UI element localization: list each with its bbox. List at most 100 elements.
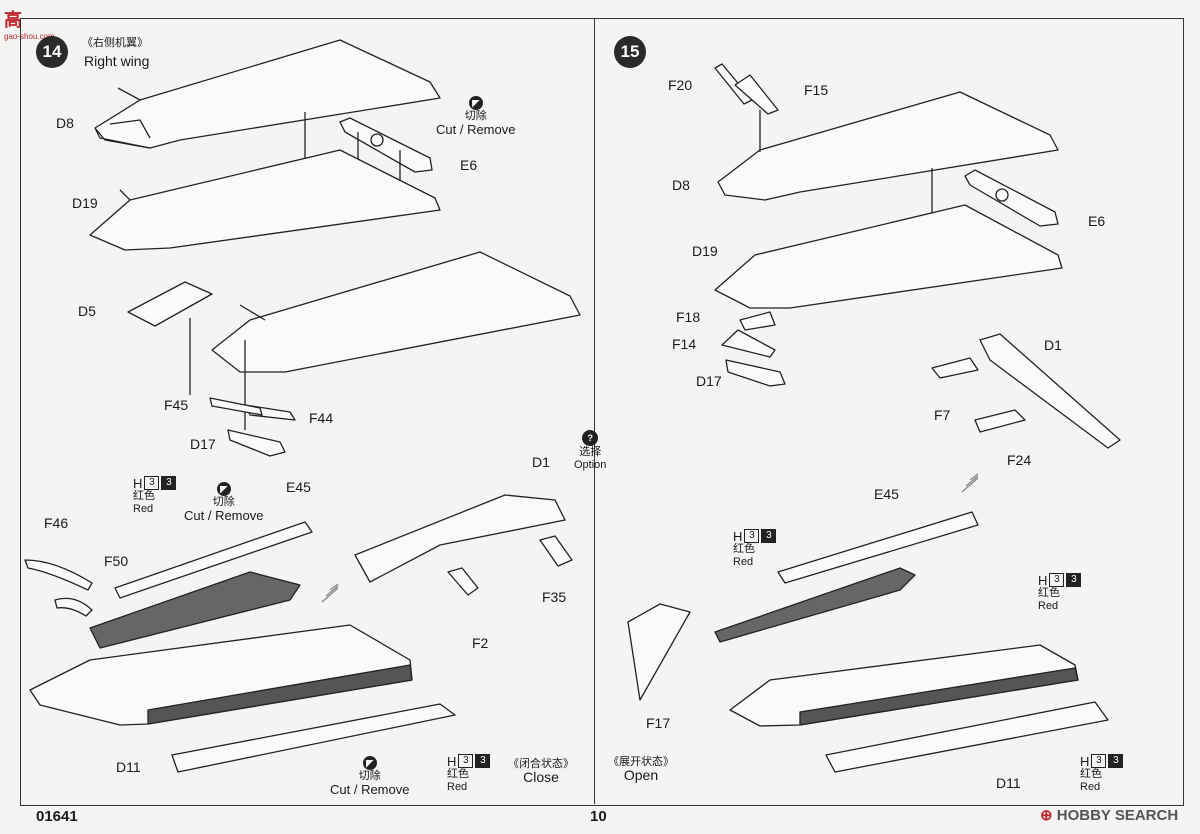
paint-code-1: 3 [1091, 754, 1107, 768]
paint-callout-14b: H 3 3 红色 Red [447, 753, 491, 794]
option-label-cn: 选择 [579, 446, 602, 458]
cut-label-cn: 切除 [212, 496, 235, 508]
wing-bottom-14 [29, 624, 413, 726]
paint-code-2: 3 [475, 754, 491, 768]
paint-code-2: 3 [761, 529, 777, 543]
paint-callout-15b: H 3 3 红色 Red [1038, 573, 1082, 613]
wing-bottom-15 [729, 644, 1079, 727]
wing-d8-15 [717, 91, 1059, 201]
cut-remove-note-1: ◤ 切除 Cut / Remove [436, 96, 515, 136]
part-label-d5: D5 [78, 303, 96, 319]
part-flap-14 [89, 571, 301, 649]
part-label-e6: E6 [460, 157, 478, 173]
part-flap-15 [714, 567, 916, 643]
part-e45-14 [114, 521, 313, 599]
paint-code-letter: H [1080, 753, 1090, 769]
part-d5-14 [127, 281, 213, 327]
part-f7-15 [931, 357, 979, 379]
part-label-f24: F24 [1007, 452, 1032, 468]
part-label-d1-14: D1 [532, 454, 550, 470]
hobby-search-logo-icon: ⊕ [1040, 807, 1053, 824]
page-number: 10 [590, 808, 607, 825]
paint-callout-15c: H 3 3 红色 Red [1080, 753, 1124, 794]
watermark-logo: 高 gao-shou.com [4, 6, 55, 41]
state-open-en: Open [623, 767, 659, 783]
part-label-f46: F46 [44, 515, 69, 531]
part-label-d8-15: D8 [672, 177, 690, 193]
question-icon: ? [582, 430, 599, 446]
paint-callout-15a: H 3 3 红色 Red [733, 529, 777, 569]
part-label-e6-15: E6 [1088, 213, 1106, 229]
paint-color-cn: 红色 [133, 490, 155, 502]
part-e6-15 [964, 169, 1059, 227]
part-label-f17: F17 [646, 715, 671, 731]
paint-code-1: 3 [458, 754, 474, 768]
part-e45-15 [777, 511, 979, 584]
paint-color-cn: 红色 [1080, 768, 1102, 780]
wing-d19-15 [714, 204, 1063, 309]
wing-d8-14 [94, 39, 441, 149]
step-14-badge: 14 [36, 36, 68, 68]
part-label-d11-14: D11 [116, 759, 141, 775]
part-label-d8: D8 [56, 115, 74, 131]
part-f18-15 [739, 311, 776, 331]
cut-label-cn: 切除 [464, 110, 487, 122]
page-divider [594, 18, 595, 804]
part-label-d19: D19 [72, 195, 98, 211]
step-14-title-cn: 《右侧机翼》 [82, 37, 148, 49]
part-f24-15 [974, 409, 1026, 433]
part-d11-14 [171, 703, 456, 773]
state-close: 《闭合状态》 Close [508, 758, 574, 784]
paint-code-1: 3 [744, 529, 760, 543]
part-label-f2: F2 [472, 635, 489, 651]
state-close-cn: 《闭合状态》 [508, 758, 574, 770]
paint-code-letter: H [447, 753, 457, 769]
part-f17-15 [627, 603, 691, 701]
part-label-d19-15: D19 [692, 243, 718, 259]
part-f2-14 [447, 567, 479, 596]
part-f14-15 [721, 329, 776, 358]
part-f15-15 [734, 74, 779, 115]
cut-label-en: Cut / Remove [184, 508, 264, 523]
paint-color-en: Red [733, 556, 754, 568]
paint-color-en: Red [1038, 600, 1059, 612]
paint-code-2: 3 [161, 476, 177, 490]
part-label-d17-15: D17 [696, 373, 722, 389]
paint-color-en: Red [447, 781, 468, 793]
paint-code-2: 3 [1066, 573, 1082, 587]
paint-code-2: 3 [1108, 754, 1124, 768]
paint-code-1: 3 [144, 476, 160, 490]
state-open: 《展开状态》 Open [608, 756, 674, 782]
part-d17-15 [725, 359, 786, 387]
hobby-search-text: HOBBY SEARCH [1056, 807, 1179, 824]
wing-mid-14 [211, 251, 581, 373]
part-label-f7: F7 [934, 407, 951, 423]
cut-icon: ◤ [216, 482, 231, 496]
paint-color-en: Red [1080, 781, 1101, 793]
part-label-e45-15: E45 [874, 486, 899, 502]
part-label-f14: F14 [672, 336, 697, 352]
part-label-e45-14: E45 [286, 479, 311, 495]
part-label-f18: F18 [676, 309, 701, 325]
part-d17-14 [227, 429, 286, 457]
paint-code-1: 3 [1049, 573, 1065, 587]
wing-d19-14 [89, 149, 441, 251]
part-label-f45: F45 [164, 397, 189, 413]
paint-color-cn: 红色 [1038, 587, 1060, 599]
part-f46-14 [24, 559, 93, 591]
watermark-url: gao-shou.com [4, 32, 55, 41]
part-d11-15 [825, 701, 1109, 773]
part-d1-14 [354, 494, 566, 583]
part-e6-14 [339, 117, 433, 173]
part-label-f20: F20 [668, 77, 693, 93]
cut-icon: ◤ [468, 96, 483, 110]
part-f50-14 [54, 597, 93, 617]
paint-code-letter: H [133, 475, 143, 491]
state-open-cn: 《展开状态》 [608, 756, 674, 768]
cut-remove-note-2: ◤ 切除 Cut / Remove [184, 482, 263, 522]
part-label-f35: F35 [542, 589, 567, 605]
cut-remove-note-3: ◤ 切除 Cut / Remove [330, 756, 409, 796]
cut-label-cn: 切除 [358, 770, 381, 782]
part-label-f15: F15 [804, 82, 829, 98]
